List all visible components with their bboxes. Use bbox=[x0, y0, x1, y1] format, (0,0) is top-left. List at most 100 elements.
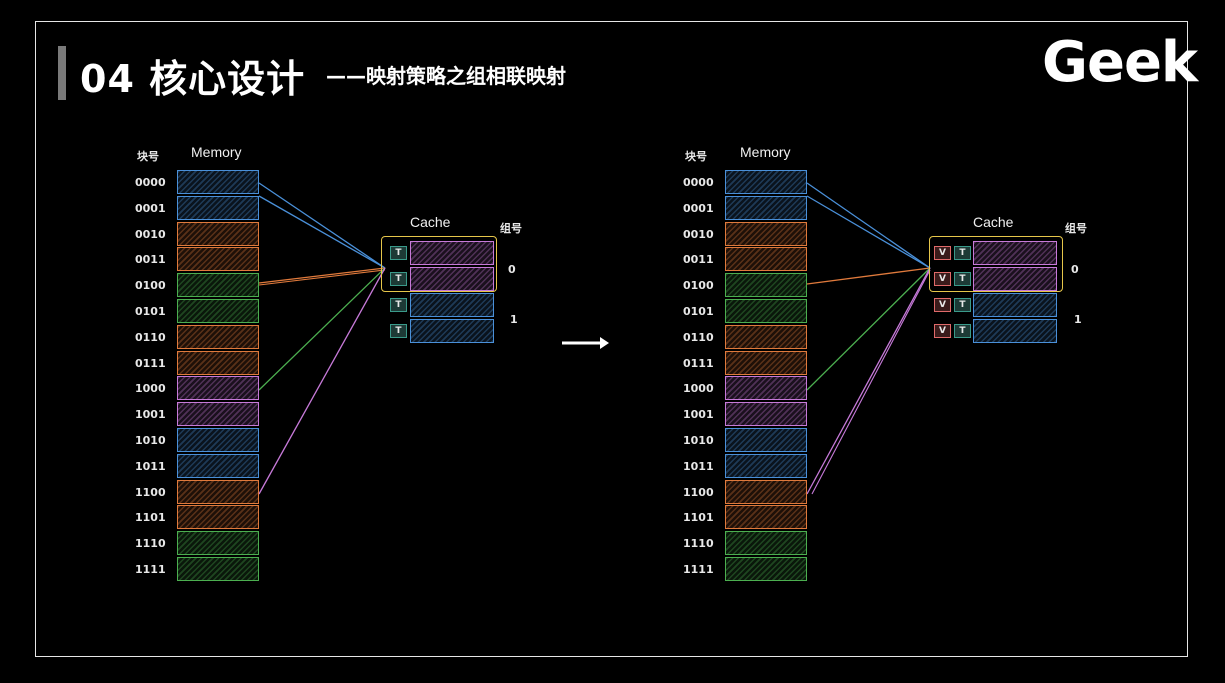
title-accent-bar bbox=[58, 46, 66, 100]
map-line bbox=[806, 267, 931, 285]
memory-block bbox=[177, 299, 259, 323]
memory-block bbox=[177, 479, 259, 504]
slide-subtitle: ——映射策略之组相联映射 bbox=[326, 64, 566, 88]
memory-block bbox=[725, 324, 807, 349]
block-number-label: 1111 bbox=[135, 563, 166, 576]
memory-block bbox=[725, 376, 807, 401]
map-line bbox=[811, 269, 931, 495]
map-line bbox=[258, 267, 386, 284]
cache-group-0-outline bbox=[929, 236, 1063, 292]
block-number-label: 0001 bbox=[683, 201, 714, 215]
block-number-label: 1110 bbox=[135, 537, 166, 551]
valid-bit-field: V bbox=[934, 298, 951, 312]
block-number-header: 块号 bbox=[137, 150, 159, 163]
block-number-label: 1011 bbox=[683, 459, 714, 473]
block-number-label: 1100 bbox=[683, 485, 714, 499]
memory-block bbox=[725, 402, 807, 427]
block-number-label: 1101 bbox=[135, 511, 166, 525]
geek-logo: Geek bbox=[1042, 30, 1198, 95]
memory-block bbox=[725, 247, 807, 272]
group-number: 0 bbox=[508, 263, 516, 276]
block-number-label: 0010 bbox=[683, 227, 714, 241]
memory-block bbox=[725, 453, 807, 478]
block-number-label: 0001 bbox=[135, 201, 166, 215]
valid-bit-field: V bbox=[934, 324, 951, 338]
tag-field: T bbox=[954, 246, 971, 260]
memory-block bbox=[177, 247, 259, 272]
block-number-label: 1000 bbox=[135, 382, 166, 396]
block-number-label: 0000 bbox=[683, 176, 714, 189]
block-number-label: 1001 bbox=[135, 408, 166, 422]
memory-block bbox=[177, 402, 259, 427]
tag-field: T bbox=[954, 324, 971, 338]
tag-field: T bbox=[954, 272, 971, 286]
memory-block bbox=[177, 505, 259, 530]
block-number-label: 0111 bbox=[683, 356, 714, 370]
block-number-label: 0110 bbox=[135, 330, 166, 344]
block-number-label: 0111 bbox=[135, 356, 166, 370]
tag-field: T bbox=[390, 324, 407, 338]
tag-field: T bbox=[390, 272, 407, 286]
cache-line bbox=[410, 319, 494, 343]
memory-block bbox=[177, 221, 259, 246]
block-number-label: 0101 bbox=[135, 305, 166, 318]
cache-line bbox=[410, 267, 494, 291]
map-line bbox=[806, 195, 931, 269]
map-line bbox=[258, 195, 386, 269]
block-number-label: 0010 bbox=[135, 227, 166, 241]
right-mapping-lines bbox=[806, 182, 931, 495]
group-number-header: 组号 bbox=[500, 222, 522, 235]
map-line bbox=[806, 267, 931, 391]
memory-block bbox=[177, 273, 259, 298]
memory-block bbox=[177, 428, 259, 452]
memory-block bbox=[725, 221, 807, 246]
tag-field: T bbox=[390, 298, 407, 312]
block-number-label: 1000 bbox=[683, 382, 714, 396]
memory-block bbox=[725, 557, 807, 581]
map-line bbox=[258, 267, 386, 495]
block-number-label: 0011 bbox=[683, 253, 714, 267]
memory-block bbox=[177, 195, 259, 220]
memory-block bbox=[177, 453, 259, 478]
block-number-label: 0110 bbox=[683, 330, 714, 344]
memory-block bbox=[725, 505, 807, 530]
cache-header: Cache bbox=[410, 214, 451, 230]
memory-block bbox=[177, 324, 259, 349]
left-mapping-lines bbox=[258, 182, 386, 495]
block-number-label: 0100 bbox=[683, 279, 714, 293]
map-line bbox=[258, 269, 386, 286]
map-line bbox=[806, 267, 931, 495]
memory-block bbox=[177, 531, 259, 556]
block-number-label: 1100 bbox=[135, 485, 166, 499]
cache-header: Cache bbox=[973, 214, 1014, 230]
group-number-header: 组号 bbox=[1065, 222, 1087, 235]
memory-header: Memory bbox=[740, 144, 791, 160]
memory-block bbox=[177, 350, 259, 375]
block-number-label: 1101 bbox=[683, 511, 714, 525]
block-number-header: 块号 bbox=[685, 150, 707, 163]
map-line bbox=[258, 267, 386, 391]
group-number: 1 bbox=[1074, 313, 1082, 326]
slide-title: 04 核心设计 bbox=[80, 57, 306, 101]
memory-block bbox=[725, 531, 807, 556]
tag-field: T bbox=[390, 246, 407, 260]
block-number-label: 0011 bbox=[135, 253, 166, 267]
memory-block bbox=[725, 170, 807, 194]
memory-block bbox=[177, 376, 259, 401]
memory-header: Memory bbox=[191, 144, 242, 160]
cache-line bbox=[973, 319, 1057, 343]
map-line bbox=[258, 182, 386, 269]
tag-field: T bbox=[954, 298, 971, 312]
block-number-label: 1111 bbox=[683, 563, 714, 576]
transition-arrow bbox=[562, 337, 609, 349]
cache-line bbox=[973, 241, 1057, 265]
group-number: 0 bbox=[1071, 263, 1079, 276]
memory-block bbox=[725, 299, 807, 323]
block-number-label: 1110 bbox=[683, 537, 714, 551]
cache-line bbox=[973, 293, 1057, 317]
valid-bit-field: V bbox=[934, 272, 951, 286]
block-number-label: 0101 bbox=[683, 305, 714, 318]
block-number-label: 0000 bbox=[135, 176, 166, 189]
map-line bbox=[806, 182, 931, 269]
